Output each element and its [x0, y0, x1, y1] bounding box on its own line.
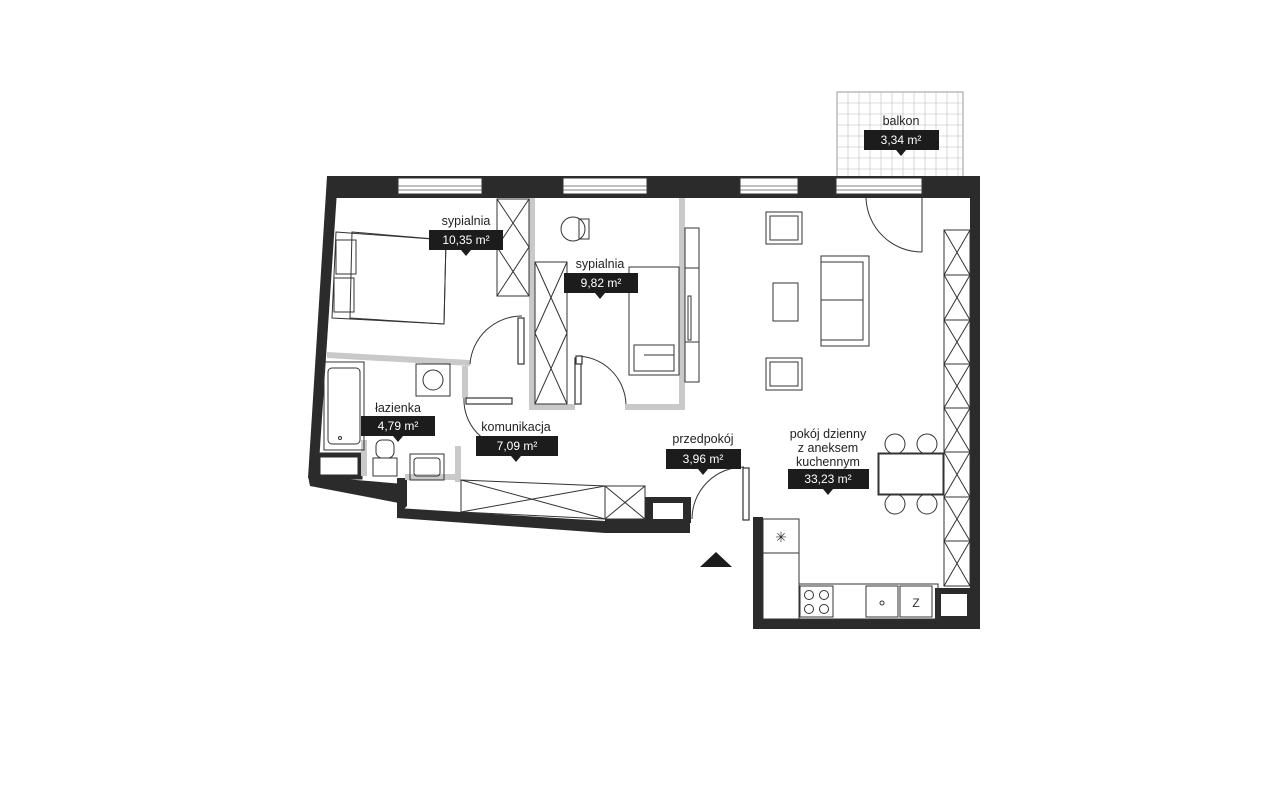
chair-icon: [560, 216, 590, 242]
room-label-bathroom: łazienka 4,79 m²: [361, 401, 435, 442]
windows: [397, 177, 923, 195]
armchair-icon: [765, 211, 803, 245]
svg-text:✳: ✳: [775, 529, 787, 545]
svg-text:7,09 m²: 7,09 m²: [497, 439, 538, 453]
sink-icon: [409, 453, 445, 481]
svg-text:33,23 m²: 33,23 m²: [804, 472, 851, 486]
svg-text:przedpokój: przedpokój: [672, 432, 733, 446]
wardrobe-icon: [534, 261, 568, 405]
room-label-bedroom-1: sypialnia 10,35 m²: [429, 214, 503, 256]
coffee-table: [772, 282, 799, 322]
armchair-icon: [765, 357, 803, 391]
shelf-icon: [684, 227, 700, 383]
hallway-cabinet: [460, 479, 646, 520]
exterior-walls: [308, 176, 980, 629]
dishwasher-icon: Z: [899, 585, 933, 618]
svg-text:4,79 m²: 4,79 m²: [378, 419, 419, 433]
svg-text:kuchennym: kuchennym: [796, 455, 860, 469]
entrance-arrow-icon: [700, 552, 732, 567]
svg-text:3,96 m²: 3,96 m²: [683, 452, 724, 466]
svg-text:Z: Z: [912, 596, 919, 610]
sofa-icon: [820, 255, 870, 347]
room-label-entrance: przedpokój 3,96 m²: [666, 432, 741, 475]
balcony: [836, 91, 964, 179]
bathtub-icon: [323, 361, 365, 451]
svg-text:łazienka: łazienka: [375, 401, 421, 415]
svg-text:balkon: balkon: [883, 114, 920, 128]
kitchen-counter: [762, 518, 939, 620]
washing-machine-icon: [415, 363, 451, 397]
svg-text:pokój dzienny: pokój dzienny: [790, 427, 867, 441]
bed-icon: [628, 266, 680, 376]
svg-text:sypialnia: sypialnia: [442, 214, 491, 228]
room-label-bedroom-2: sypialnia 9,82 m²: [564, 257, 638, 299]
toilet-icon: [372, 439, 398, 477]
partition-walls: [327, 198, 685, 482]
svg-text:9,82 m²: 9,82 m²: [581, 276, 622, 290]
stove-icon: [799, 585, 834, 618]
kitchen-sink-icon: [865, 585, 899, 618]
dining-table-icon: [877, 433, 945, 515]
room-label-balcony: balkon 3,34 m²: [864, 114, 939, 156]
svg-text:10,35 m²: 10,35 m²: [442, 233, 489, 247]
living-wardrobe-icon: [943, 229, 971, 587]
bed-icon: [331, 231, 447, 325]
svg-text:sypialnia: sypialnia: [576, 257, 625, 271]
room-label-hallway: komunikacja 7,09 m²: [476, 420, 558, 462]
fridge-icon: ✳: [775, 529, 787, 545]
svg-text:komunikacja: komunikacja: [481, 420, 551, 434]
svg-text:z aneksem: z aneksem: [798, 441, 858, 455]
wardrobe-icon: [496, 198, 530, 297]
svg-text:3,34 m²: 3,34 m²: [881, 133, 922, 147]
room-label-living: pokój dzienny z aneksem kuchennym 33,23 …: [788, 427, 869, 495]
